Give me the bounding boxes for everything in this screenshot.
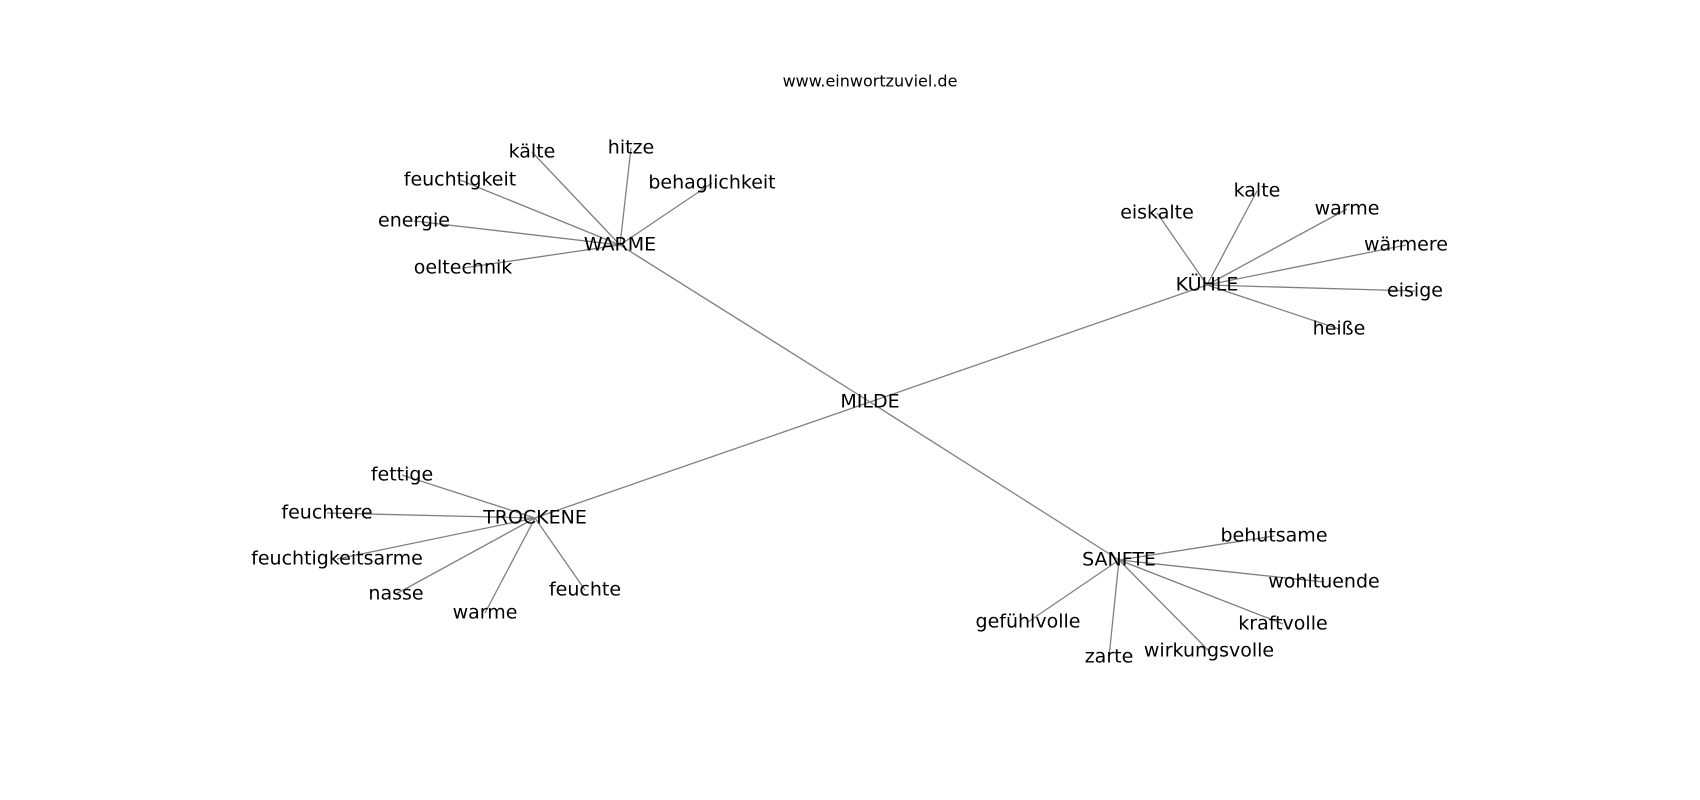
- edge-warme-energie: [413, 220, 621, 246]
- edge-trockene-fettige: [401, 474, 536, 519]
- node-leaf-trockene-feuchtere: feuchtere: [281, 502, 372, 524]
- edge-sanfte-kraftvolle: [1118, 559, 1284, 625]
- edge-warme-hitze: [619, 147, 632, 246]
- edge-kuehle-kalte: [1206, 190, 1258, 286]
- node-leaf-warme-kaelte: kälte: [509, 141, 556, 163]
- edge-sanfte-zarte: [1108, 559, 1120, 658]
- node-leaf-warme-oeltechnik: oeltechnik: [414, 257, 513, 279]
- node-leaf-trockene-feuchtigkeitsarme: feuchtigkeitsarme: [251, 548, 423, 570]
- edge-center-kuehle: [869, 284, 1208, 403]
- node-hub-warme: WARME: [584, 234, 656, 256]
- node-leaf-sanfte-kraftvolle: kraftvolle: [1238, 613, 1327, 635]
- edge-center-trockene: [534, 401, 871, 519]
- edge-kuehle-heisse: [1206, 284, 1340, 330]
- edge-trockene-feuchtigkeitsarme: [336, 517, 536, 560]
- edge-trockene-warme: [484, 517, 536, 614]
- node-leaf-sanfte-gefuehlvolle: gefühlvolle: [976, 611, 1081, 633]
- node-hub-trockene: TROCKENE: [482, 507, 587, 529]
- node-leaf-sanfte-behutsame: behutsame: [1220, 525, 1327, 547]
- edge-sanfte-gefuehlvolle: [1027, 559, 1120, 623]
- node-leaf-kuehle-heisse: heiße: [1313, 318, 1366, 340]
- edge-warme-kaelte: [531, 151, 621, 246]
- graph-labels: MILDE WARME kälte hitze feuchtigkeit behaglic…: [251, 137, 1448, 668]
- edge-sanfte-wohltuende: [1118, 559, 1325, 583]
- graph-edges: [326, 147, 1416, 658]
- edge-kuehle-waermere: [1206, 244, 1407, 286]
- edge-center-warme: [619, 244, 871, 403]
- node-hub-sanfte: SANFTE: [1082, 549, 1156, 571]
- node-leaf-kuehle-eisige: eisige: [1387, 280, 1443, 302]
- edge-sanfte-behutsame: [1118, 535, 1275, 561]
- edge-warme-feuchtigkeit: [459, 179, 621, 246]
- edge-warme-behaglichkeit: [619, 182, 713, 246]
- edge-trockene-feuchte: [534, 517, 586, 591]
- edge-trockene-nasse: [395, 517, 536, 595]
- edge-sanfte-wirkungsvolle: [1118, 559, 1210, 652]
- node-hub-kuehle: KÜHLE: [1176, 273, 1239, 296]
- node-leaf-trockene-nasse: nasse: [368, 583, 423, 605]
- node-leaf-kuehle-warme: warme: [1315, 198, 1380, 220]
- node-leaf-sanfte-zarte: zarte: [1085, 646, 1134, 668]
- node-leaf-kuehle-kalte: kalte: [1234, 180, 1281, 202]
- node-center-milde: MILDE: [840, 391, 899, 413]
- node-leaf-warme-energie: energie: [378, 210, 450, 232]
- node-leaf-trockene-fettige: fettige: [371, 464, 433, 486]
- node-leaf-trockene-warme: warme: [453, 602, 518, 624]
- node-leaf-trockene-feuchte: feuchte: [549, 579, 621, 601]
- edge-warme-oeltechnik: [462, 244, 621, 269]
- node-leaf-warme-feuchtigkeit: feuchtigkeit: [404, 169, 516, 191]
- source-url: www.einwortzuviel.de: [783, 72, 958, 91]
- edge-center-sanfte: [869, 401, 1120, 561]
- node-leaf-sanfte-wohltuende: wohltuende: [1268, 571, 1379, 593]
- node-leaf-sanfte-wirkungsvolle: wirkungsvolle: [1144, 640, 1274, 662]
- edge-trockene-feuchtere: [326, 512, 536, 519]
- node-leaf-warme-behaglichkeit: behaglichkeit: [648, 172, 775, 194]
- node-leaf-kuehle-eiskalte: eiskalte: [1120, 202, 1194, 224]
- edge-kuehle-eisige: [1206, 284, 1416, 292]
- node-leaf-kuehle-waermere: wärmere: [1364, 234, 1448, 256]
- edge-kuehle-warme: [1206, 208, 1348, 286]
- node-leaf-warme-hitze: hitze: [608, 137, 654, 159]
- edge-kuehle-eiskalte: [1156, 212, 1208, 286]
